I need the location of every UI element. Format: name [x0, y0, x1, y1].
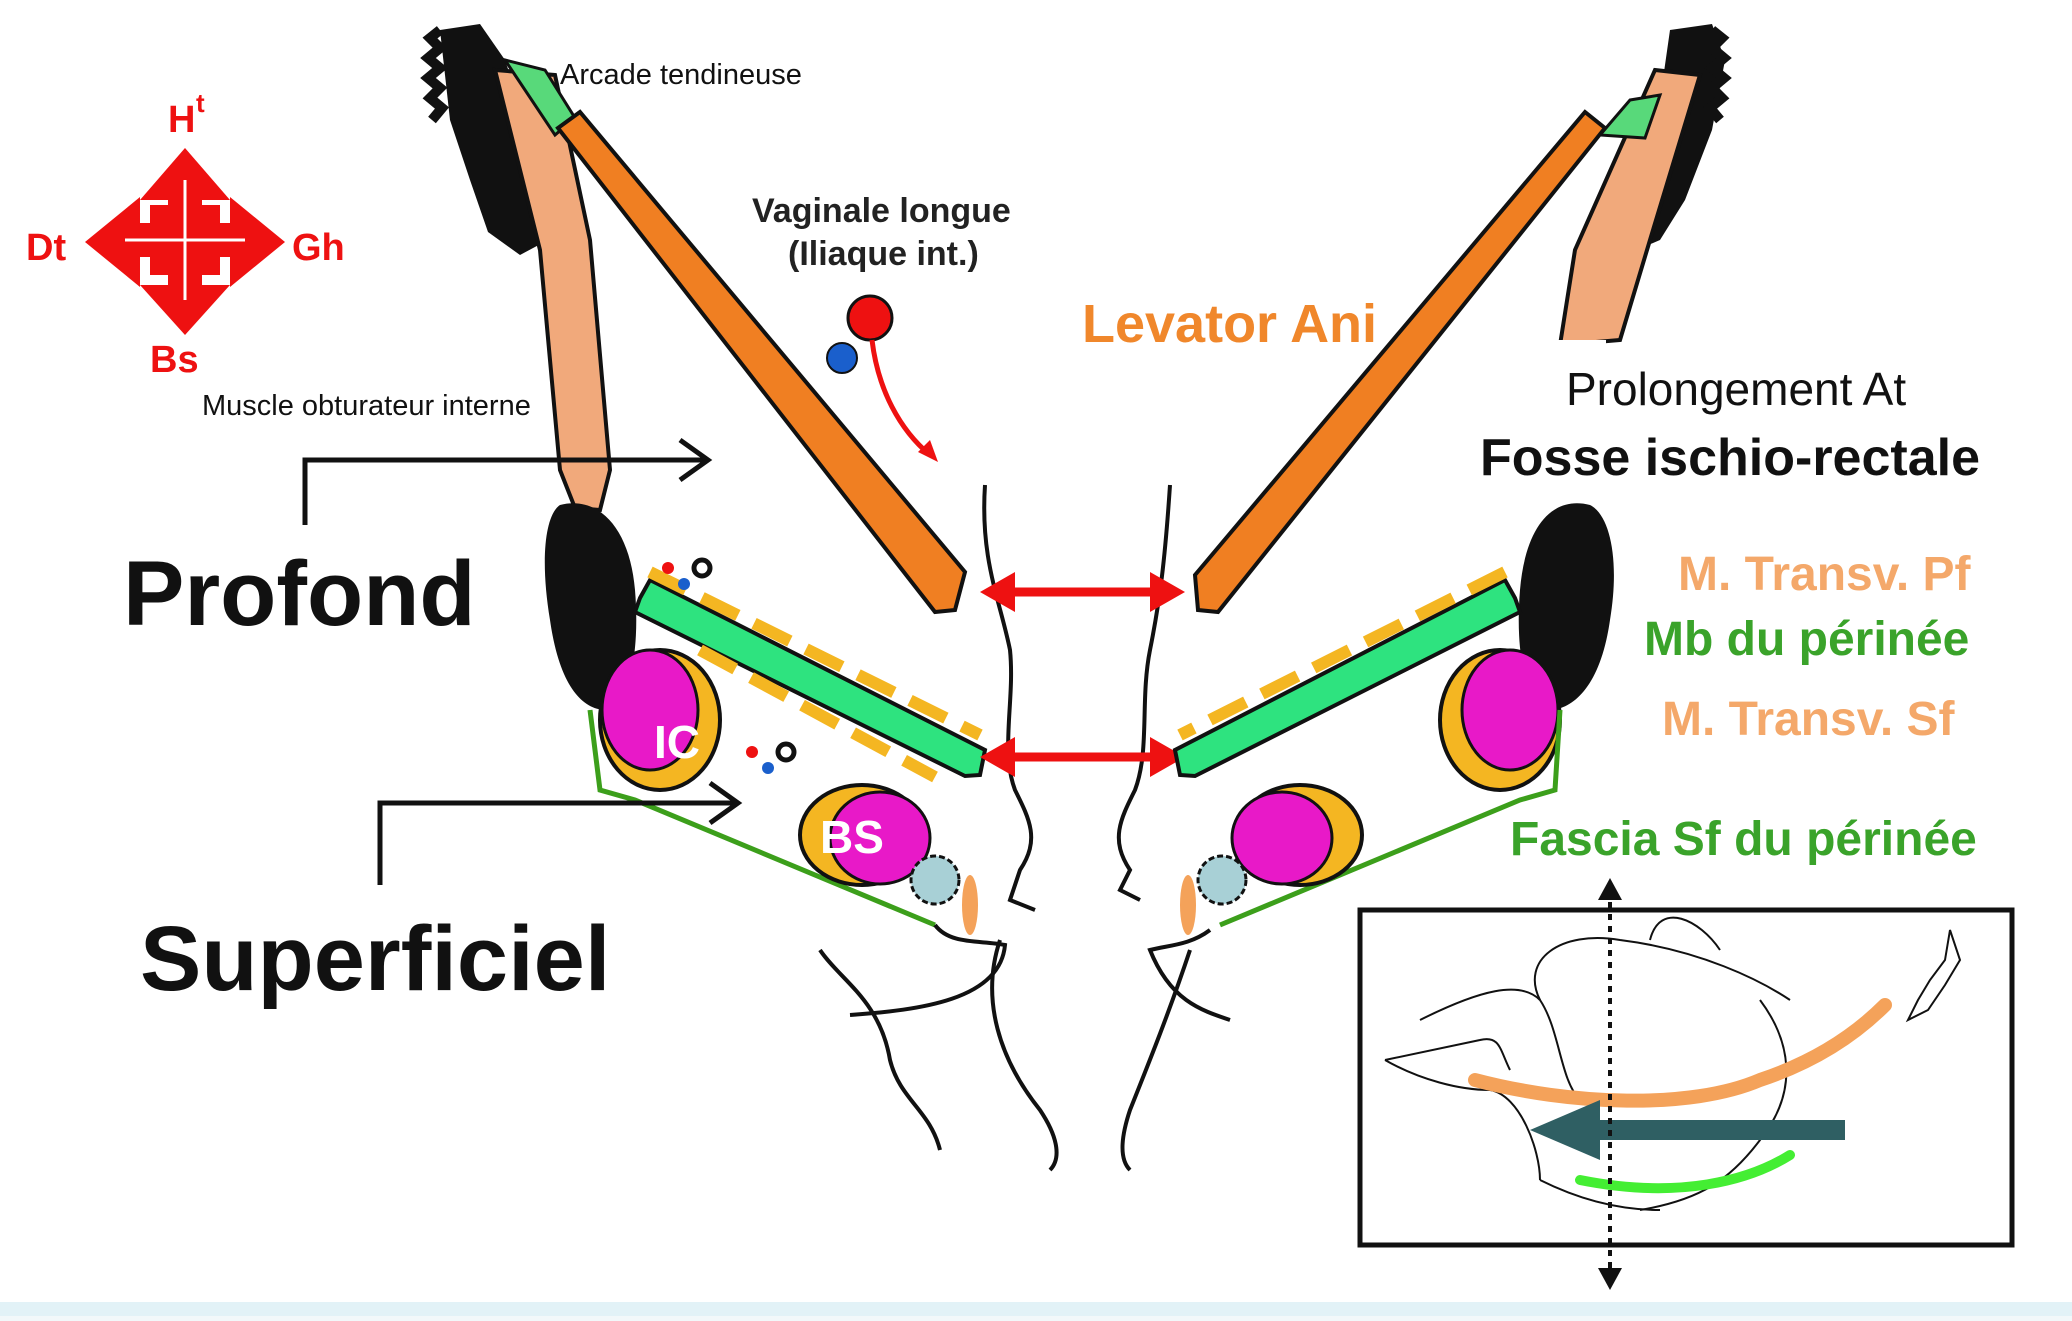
right-bs [1230, 790, 1334, 886]
left-deep-artery-dot [662, 562, 674, 574]
left-bone-serration [420, 26, 450, 124]
right-perineal-membrane [1172, 577, 1523, 779]
four-way-arrow-icon [85, 148, 285, 335]
vaginal-vein-icon [826, 342, 858, 374]
left-levator-ani [555, 109, 968, 615]
profond-label: Profond [123, 543, 476, 645]
left-sf-artery-dot [746, 746, 758, 758]
double-arrow-icon [980, 737, 1185, 777]
left-ischium [544, 503, 637, 711]
direction-right-label: Gh [292, 227, 345, 269]
inset-green-curve [1575, 1150, 1795, 1194]
left-fascia [587, 709, 936, 928]
right-levator-ani [1192, 109, 1608, 615]
vaginale-longue-sub-label: (Iliaque int.) [788, 235, 979, 273]
profond-pointer-arrow [302, 437, 713, 525]
left-transverse-superficiel [697, 644, 938, 783]
left-bs [828, 790, 932, 886]
right-fascia [1219, 709, 1563, 928]
left-small-muscle [962, 875, 978, 935]
transv-sf-label: M. Transv. Sf [1662, 693, 1956, 746]
right-transverse-profond [1177, 566, 1508, 741]
right-arcade-tendineuse [1596, 93, 1663, 140]
vaginal-arrow-head-icon [918, 440, 938, 462]
direction-down-label: Bs [150, 339, 199, 381]
vaginal-artery-icon [846, 294, 894, 342]
bs-label: BS [820, 811, 884, 863]
levator-ani-label: Levator Ani [1082, 294, 1377, 354]
right-labia-outline [1147, 928, 1231, 1022]
right-vestibular-gland [1196, 854, 1248, 906]
direction-left-label: Dt [26, 227, 66, 269]
mb-perinee-label: Mb du périnée [1644, 613, 1969, 666]
left-lower-outline [990, 939, 1059, 1172]
right-small-muscle [1180, 875, 1196, 935]
left-deep-nerve-dot [691, 557, 713, 579]
inset-box [1357, 907, 2015, 1248]
left-sf-nerve-dot [775, 741, 797, 763]
left-labia-outline [849, 923, 1008, 1017]
bottom-band [0, 1302, 2072, 1316]
superficiel-pointer-arrow [377, 780, 743, 885]
left-sf-vein-dot [762, 762, 774, 774]
left-vestibular-gland [909, 854, 961, 906]
right-ischium [1518, 503, 1614, 711]
left-thigh-outline [818, 948, 942, 1151]
fascia-sf-label: Fascia Sf du périnée [1510, 813, 1977, 866]
direction-up-sup: t [196, 88, 205, 118]
obturateur-label: Muscle obturateur interne [202, 390, 531, 422]
fosse-label: Fosse ischio-rectale [1480, 429, 1980, 487]
left-transverse-profond [647, 566, 983, 741]
prolongement-label: Prolongement At [1566, 363, 1906, 415]
left-deep-vein-dot [678, 578, 690, 590]
left-upper-bone [440, 24, 548, 255]
superficiel-label: Superficiel [140, 908, 610, 1010]
right-ic [1460, 648, 1560, 772]
double-arrow-icon [980, 572, 1185, 612]
direction-up-label: H [168, 99, 195, 141]
right-lower-outline [1120, 949, 1192, 1172]
vaginale-longue-label: Vaginale longue [752, 192, 1011, 230]
ic-label: IC [654, 716, 700, 768]
arcade-tendineuse-label: Arcade tendineuse [560, 59, 802, 91]
vaginal-artery-path [869, 339, 932, 457]
left-perineal-membrane [632, 577, 988, 779]
right-obturator-internus [1557, 67, 1703, 348]
right-bone-serration [1702, 26, 1732, 124]
levator-cut-mask [1456, 340, 1606, 400]
left-ic [600, 648, 700, 772]
vertical-double-arrow-icon [1598, 878, 1622, 1290]
transv-pf-label: M. Transv. Pf [1678, 548, 1972, 601]
left-vaginal-wall [982, 484, 1036, 912]
inset-orange-curve [1468, 998, 1892, 1108]
right-vaginal-wall [1116, 484, 1172, 902]
inset-left-arrow-icon [1530, 1100, 1845, 1160]
